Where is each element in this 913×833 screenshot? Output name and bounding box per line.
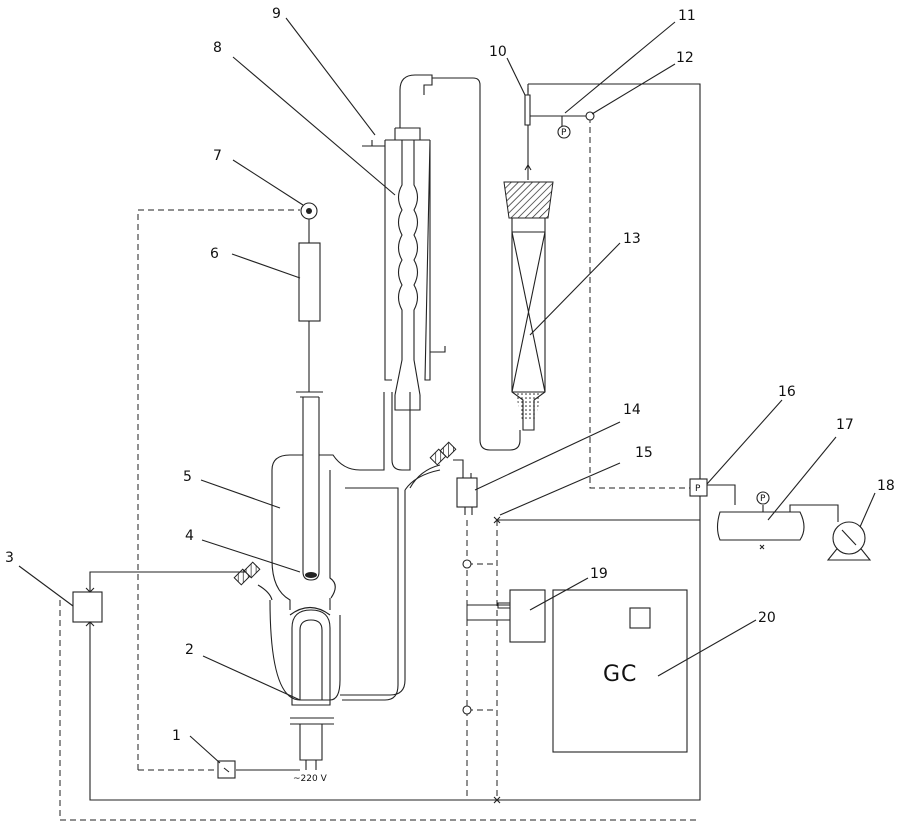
component-19-sampling-valve [467, 590, 545, 642]
label-11: 11 [678, 8, 696, 24]
component-7-motor [301, 203, 317, 243]
loop-circle [463, 706, 471, 714]
component-8-condenser [362, 75, 520, 450]
label-13: 13 [623, 231, 641, 247]
component-3-controller [73, 588, 102, 626]
component-18-vacuum-pump [828, 522, 870, 560]
component-17-vacuum-tank [718, 492, 839, 549]
component-6-stirrer-drive [299, 243, 320, 392]
gauge-p-17: P [760, 494, 766, 504]
return-line [342, 392, 440, 700]
label-1: 1 [172, 728, 181, 744]
component-2-heater [270, 490, 405, 770]
label-4: 4 [185, 528, 194, 544]
fitting-hatched [234, 562, 272, 600]
label-6: 6 [210, 246, 219, 262]
label-19: 19 [590, 566, 608, 582]
label-10: 10 [489, 44, 507, 60]
label-15: 15 [635, 445, 653, 461]
component-13-packed-column [504, 182, 553, 430]
label-9: 9 [272, 6, 281, 22]
label-3: 3 [5, 550, 14, 566]
label-18: 18 [877, 478, 895, 494]
unit-p-16: P [695, 484, 701, 494]
label-17: 17 [836, 417, 854, 433]
component-14-valve-block [430, 442, 477, 515]
component-5-reaction-flask [272, 392, 384, 610]
component-1-controller [218, 761, 235, 778]
component-10-11-12 [525, 88, 594, 180]
label-2: 2 [185, 642, 194, 658]
gc-label: GC [603, 662, 637, 687]
label-5: 5 [183, 469, 192, 485]
label-14: 14 [623, 402, 641, 418]
label-16: 16 [778, 384, 796, 400]
loop-circle [463, 560, 471, 568]
label-20: 20 [758, 610, 776, 626]
voltage-label: ~220 V [293, 774, 328, 784]
label-8: 8 [213, 40, 222, 56]
gauge-p-11: P [561, 128, 567, 138]
leader-lines [19, 18, 875, 763]
label-12: 12 [676, 50, 694, 66]
label-7: 7 [213, 148, 222, 164]
